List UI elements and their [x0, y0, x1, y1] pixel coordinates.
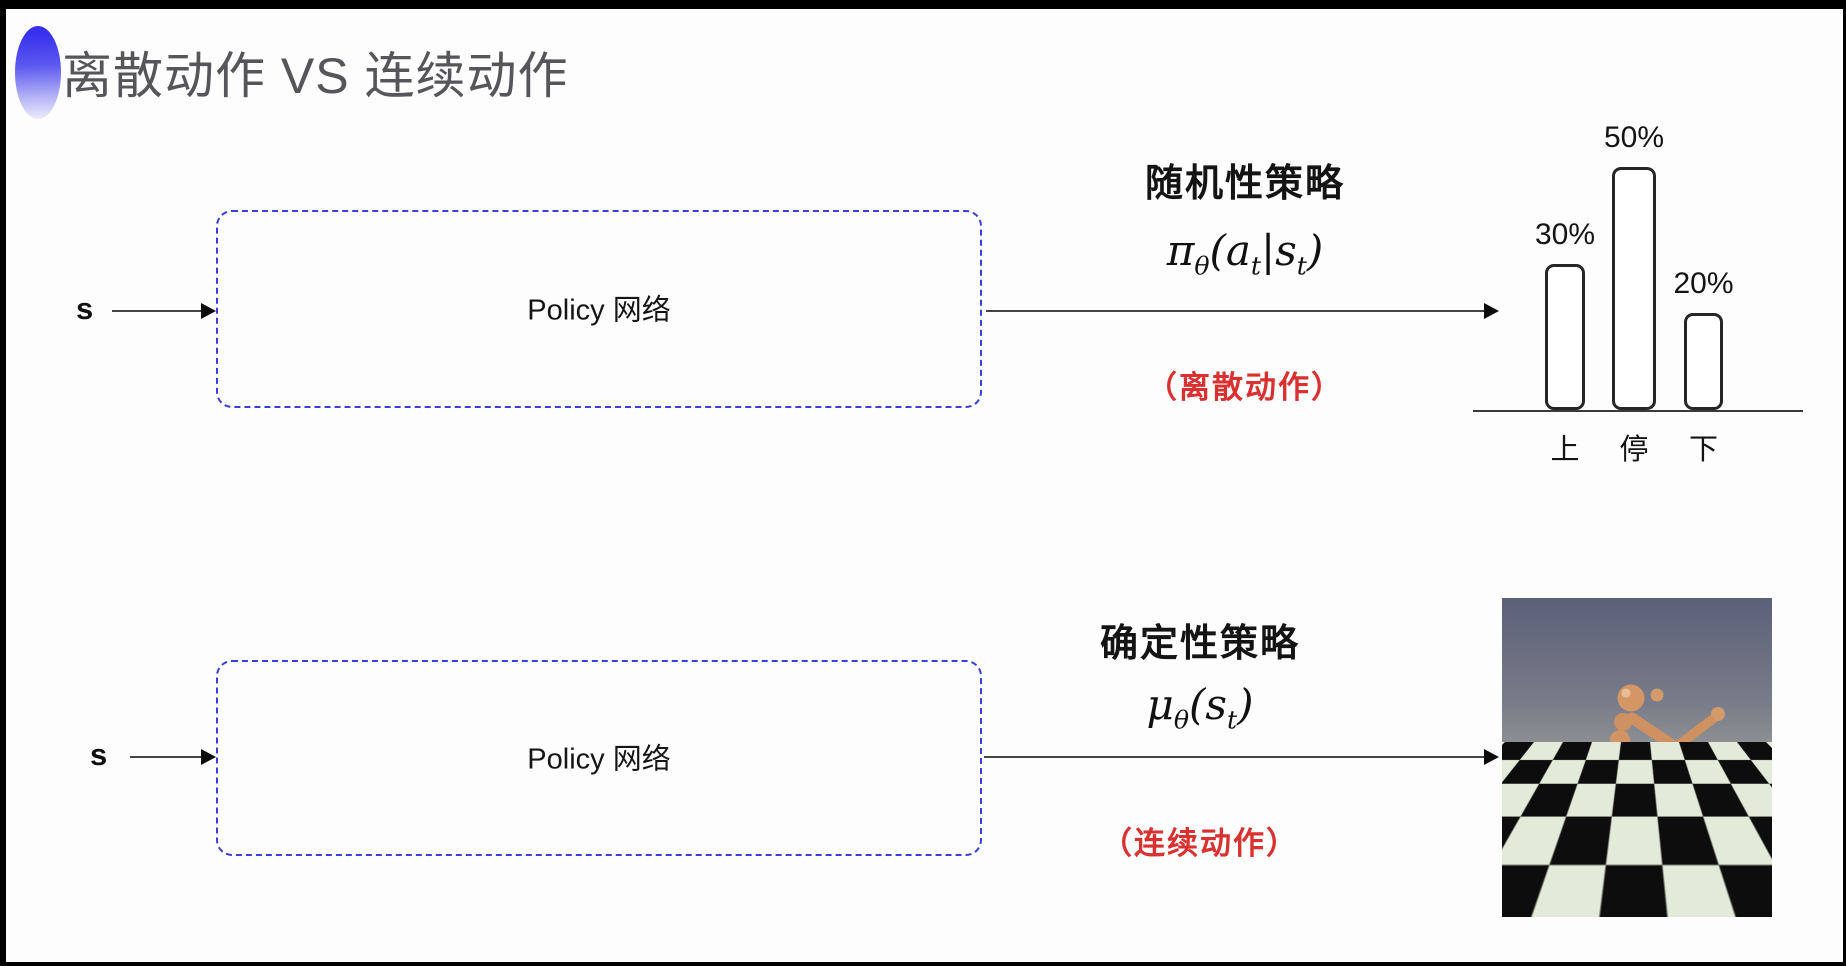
policy-network-label: Policy 网络	[527, 294, 671, 327]
chart-category-label: 上	[1550, 434, 1580, 466]
input-arrow	[130, 756, 202, 758]
input-arrow	[112, 310, 202, 312]
chart-category-label: 停	[1619, 434, 1649, 466]
chart-bar	[1612, 167, 1656, 410]
letterbox-left	[0, 0, 6, 966]
output-arrowhead-icon	[1484, 303, 1499, 319]
output-arrow	[986, 310, 1484, 312]
letterbox-right	[1843, 0, 1846, 966]
page-title: 离散动作 VS 连续动作	[62, 48, 569, 104]
chart-category-label: 下	[1688, 434, 1718, 466]
chart-bar-value-label: 50%	[1603, 121, 1665, 154]
chart-bar-value-label: 20%	[1673, 267, 1734, 300]
humanoid-robot-figure	[1567, 684, 1725, 903]
action-distribution-chart: 30% 上 50% 停 20% 下	[1473, 88, 1805, 468]
letterbox-bottom	[0, 962, 1846, 966]
policy-type-label: 确定性策略	[1099, 623, 1300, 665]
policy-formula: πθ(at|st)	[1166, 226, 1324, 281]
action-type-label: （离散动作）	[1146, 370, 1344, 405]
input-state-label: s	[90, 737, 108, 772]
policy-type-label: 随机性策略	[1144, 163, 1345, 205]
output-arrowhead-icon	[1484, 749, 1499, 765]
humanoid-simulation-image	[1502, 598, 1772, 917]
policy-formula: μθ(st)	[1146, 680, 1254, 735]
action-type-label: （连续动作）	[1101, 826, 1299, 861]
policy-network-box: Policy 网络	[216, 660, 982, 856]
slide-bullet-icon	[15, 26, 61, 119]
input-arrowhead-icon	[201, 749, 216, 765]
input-arrowhead-icon	[201, 303, 216, 319]
input-state-label: s	[76, 291, 94, 326]
chart-baseline	[1473, 410, 1803, 412]
output-arrow	[984, 756, 1484, 758]
policy-network-label: Policy 网络	[527, 743, 671, 776]
chart-bar	[1545, 264, 1585, 410]
policy-network-box: Policy 网络	[216, 210, 982, 408]
chart-bar-value-label: 30%	[1534, 218, 1596, 251]
chart-bar	[1684, 313, 1723, 410]
letterbox-top	[0, 0, 1846, 9]
